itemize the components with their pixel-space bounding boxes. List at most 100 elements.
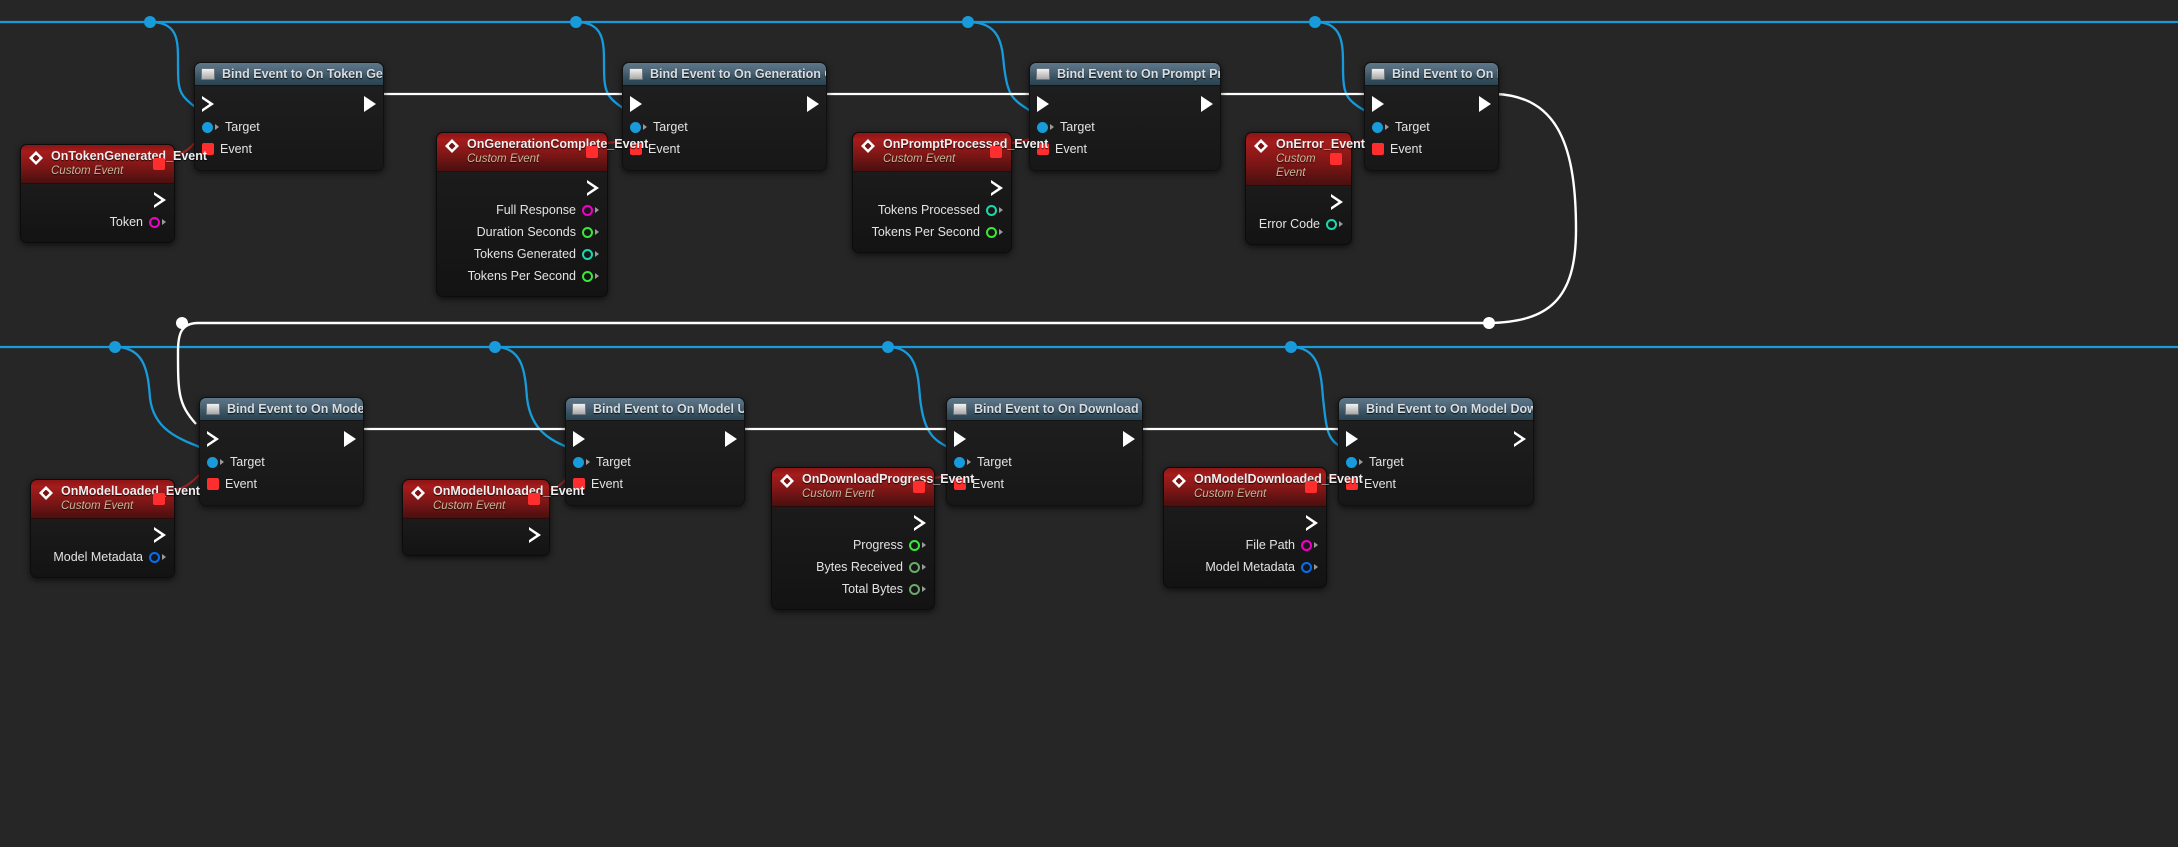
bind-event-node[interactable]: Bind Event to On ErrorTargetEvent (1364, 62, 1499, 171)
pin-glyph[interactable] (582, 248, 599, 260)
exec-out-pin[interactable] (991, 180, 1003, 196)
delegate-pin[interactable] (1346, 478, 1358, 490)
exec-in-pin[interactable] (1037, 96, 1049, 112)
data-out-pin[interactable] (149, 216, 160, 228)
event-delegate-pin[interactable] (990, 146, 1002, 158)
delegate-pin[interactable] (630, 143, 642, 155)
exec-out-pin[interactable] (1514, 431, 1526, 447)
exec-out-pin[interactable] (725, 431, 737, 447)
exec-out-pin[interactable] (587, 180, 599, 196)
exec-in-pin[interactable] (202, 96, 214, 112)
pin-glyph[interactable] (582, 226, 599, 238)
event-delegate-pin[interactable] (1330, 153, 1342, 165)
exec-in-pin[interactable] (1346, 431, 1358, 447)
object-pin[interactable] (573, 456, 584, 468)
exec-out-pin[interactable] (1331, 194, 1343, 210)
pin-glyph[interactable] (573, 456, 590, 468)
data-out-pin[interactable] (1326, 218, 1337, 230)
object-pin[interactable] (630, 121, 641, 133)
data-out-pin[interactable] (986, 226, 997, 238)
exec-out-pin[interactable] (344, 431, 356, 447)
pin-glyph[interactable] (202, 121, 219, 133)
object-pin[interactable] (207, 456, 218, 468)
object-pin[interactable] (1037, 121, 1048, 133)
bind-event-node[interactable]: Bind Event to On Model UnloadedTargetEve… (565, 397, 745, 506)
event-delegate-pin[interactable] (153, 493, 165, 505)
exec-in-pin[interactable] (954, 431, 966, 447)
data-out-pin[interactable] (149, 551, 160, 563)
pin-glyph[interactable] (954, 456, 971, 468)
bind-event-node[interactable]: Bind Event to On Model LoadedTargetEvent (199, 397, 364, 506)
pin-glyph[interactable] (1301, 539, 1318, 551)
bind-event-node[interactable]: Bind Event to On Download ProgressTarget… (946, 397, 1143, 506)
delegate-pin[interactable] (207, 478, 219, 490)
bind-event-node[interactable]: Bind Event to On Prompt ProcessedTargetE… (1029, 62, 1221, 171)
delegate-pin[interactable] (1372, 143, 1384, 155)
exec-in-pin[interactable] (1372, 96, 1384, 112)
pin-glyph[interactable] (909, 539, 926, 551)
event-delegate-pin[interactable] (528, 493, 540, 505)
exec-out-pin[interactable] (807, 96, 819, 112)
bind-event-node[interactable]: Bind Event to On Generation CompleteTarg… (622, 62, 827, 171)
data-out-pin[interactable] (582, 270, 593, 282)
exec-out-pin[interactable] (1123, 431, 1135, 447)
exec-out-pin[interactable] (529, 527, 541, 543)
bind-event-node[interactable]: Bind Event to On Token GeneratedTargetEv… (194, 62, 384, 171)
data-out-pin[interactable] (986, 204, 997, 216)
data-out-pin[interactable] (1301, 539, 1312, 551)
data-out-pin[interactable] (909, 539, 920, 551)
pin-glyph[interactable] (1301, 561, 1318, 573)
exec-out-pin[interactable] (1479, 96, 1491, 112)
delegate-pin[interactable] (1037, 143, 1049, 155)
pin-glyph[interactable] (1326, 218, 1343, 230)
data-out-pin[interactable] (582, 248, 593, 260)
exec-out-pin[interactable] (364, 96, 376, 112)
bind-event-node[interactable]: Bind Event to On Model DownloadedTargetE… (1338, 397, 1534, 506)
data-out-pin[interactable] (909, 583, 920, 595)
pin-glyph[interactable] (909, 561, 926, 573)
pin-glyph[interactable] (1037, 121, 1054, 133)
delegate-pin[interactable] (573, 478, 585, 490)
exec-out-pin[interactable] (914, 515, 926, 531)
pin-glyph[interactable] (1372, 121, 1389, 133)
data-out-pin[interactable] (582, 204, 593, 216)
data-out-pin[interactable] (909, 561, 920, 573)
exec-out-pin[interactable] (154, 192, 166, 208)
pin-glyph[interactable] (149, 216, 166, 228)
pin-glyph[interactable] (582, 270, 599, 282)
pin-glyph[interactable] (630, 121, 647, 133)
pin-glyph[interactable] (909, 583, 926, 595)
pin-glyph[interactable] (986, 204, 1003, 216)
object-pin[interactable] (1372, 121, 1383, 133)
event-delegate-pin[interactable] (913, 481, 925, 493)
delegate-pin[interactable] (954, 478, 966, 490)
exec-in-pin[interactable] (207, 431, 219, 447)
event-delegate-pin[interactable] (1305, 481, 1317, 493)
object-pin[interactable] (954, 456, 965, 468)
pin-glyph[interactable] (1346, 456, 1363, 468)
event-delegate-pin[interactable] (153, 158, 165, 170)
pin-glyph[interactable] (207, 456, 224, 468)
event-delegate-pin[interactable] (586, 146, 598, 158)
exec-in-pin[interactable] (573, 431, 585, 447)
exec-out-pin[interactable] (154, 527, 166, 543)
exec-in-pin[interactable] (630, 96, 642, 112)
delegate-pin[interactable] (202, 143, 214, 155)
pin-glyph[interactable] (986, 226, 1003, 238)
object-pin[interactable] (202, 121, 213, 133)
exec-out-pin[interactable] (1306, 515, 1318, 531)
object-pin[interactable] (1346, 456, 1357, 468)
pin-glyph[interactable] (582, 204, 599, 216)
exec-out-pin[interactable] (1201, 96, 1213, 112)
pin-glyph[interactable] (149, 551, 166, 563)
data-out-pin[interactable] (582, 226, 593, 238)
